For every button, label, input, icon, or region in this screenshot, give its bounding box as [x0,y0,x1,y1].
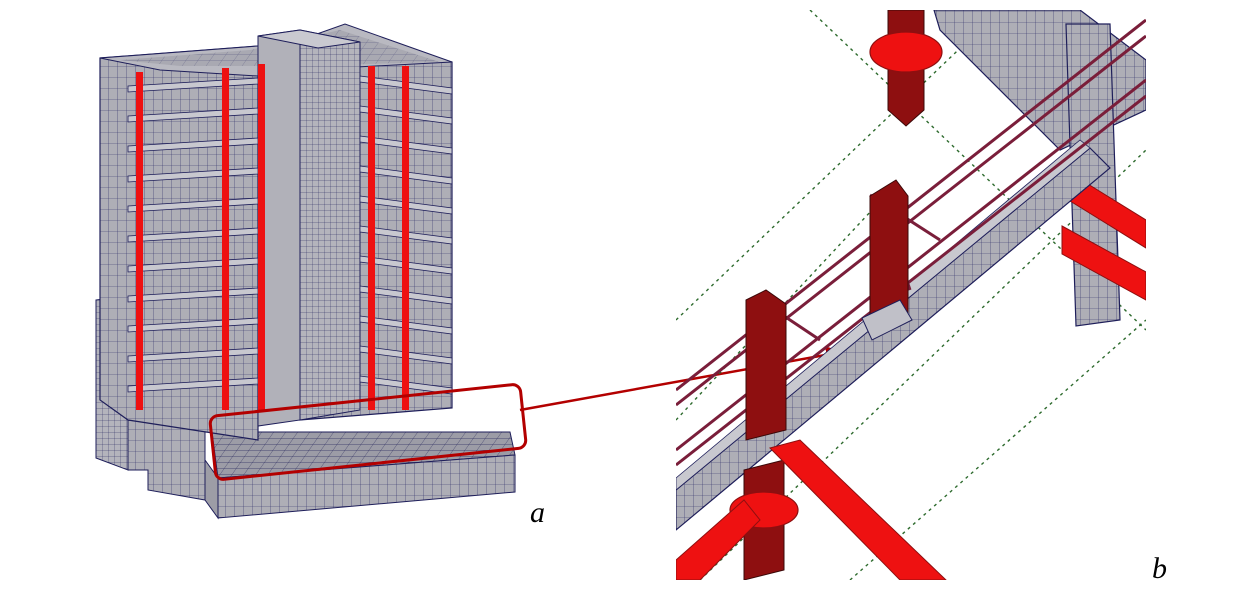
dark-column-middle [869,179,909,331]
red-beam-right-lower [1061,225,1146,301]
upper-wall-block [933,10,1146,151]
red-column-front [136,72,143,410]
callout-outline [208,383,528,481]
grey-stub [861,299,913,341]
column-cap-top [869,31,943,73]
building-model-panel: a [95,23,545,529]
red-column-front [258,64,265,410]
red-column-side [368,66,375,410]
panel-a-label: a [530,496,545,529]
panel-b-label: b [1152,552,1167,585]
detail-zoom-panel [676,10,1146,580]
core-shaft-side [299,29,361,421]
red-column-side [402,66,409,410]
left-wing-base [127,419,206,501]
red-beam-bottom-left [676,499,761,580]
red-column-front [222,68,229,410]
red-beam-bottom [769,439,947,580]
red-columns [136,64,409,410]
core-shaft-top [257,29,361,49]
dark-column-left [745,289,787,441]
